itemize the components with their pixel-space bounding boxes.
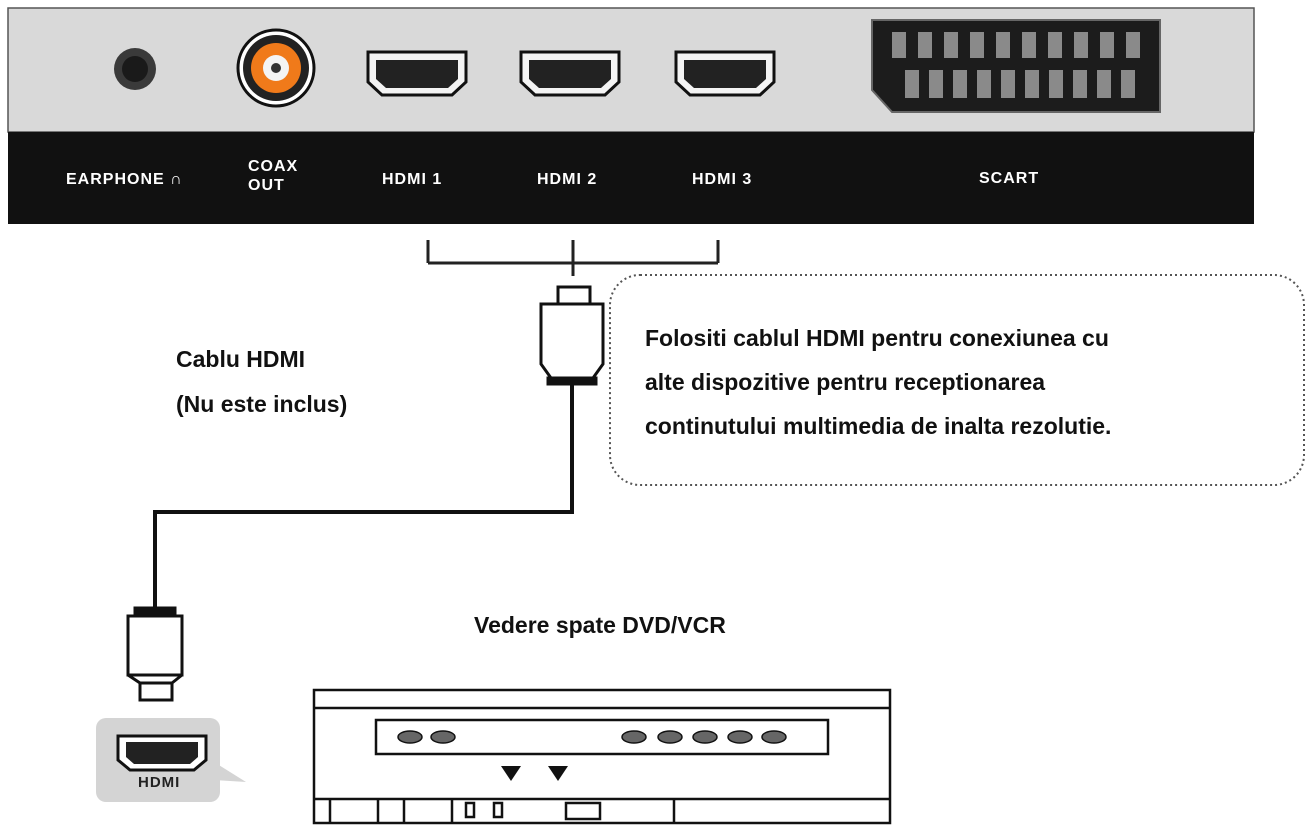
hdmi-plug-top-icon bbox=[539, 285, 605, 386]
scart-pin bbox=[977, 70, 991, 98]
scart-pin bbox=[1025, 70, 1039, 98]
earphone-label: EARPHONE ∩ bbox=[66, 171, 183, 188]
scart-pin bbox=[1022, 32, 1036, 58]
hdmi-badge-label: HDMI bbox=[138, 774, 181, 791]
scart-pin bbox=[892, 32, 906, 58]
coax-label: COAX OUT bbox=[248, 158, 299, 194]
scart-label: SCART bbox=[979, 170, 1040, 187]
hdmi-cable-line bbox=[153, 384, 574, 610]
scart-pin bbox=[1049, 70, 1063, 98]
triangle-marker-icon bbox=[501, 766, 568, 781]
scart-pin bbox=[905, 70, 919, 98]
scart-pin bbox=[1097, 70, 1111, 98]
scart-pin bbox=[944, 32, 958, 58]
hdmi-bracket bbox=[426, 240, 720, 276]
dvd-vcr-buttons bbox=[397, 730, 787, 744]
dvd-vcr-rear bbox=[312, 688, 892, 825]
scart-pin bbox=[1121, 70, 1135, 98]
callout-line-2: alte dispozitive pentru receptionarea bbox=[645, 369, 1046, 395]
scart-pin bbox=[1126, 32, 1140, 58]
callout-text: Folositi cablul HDMI pentru conexiunea c… bbox=[645, 316, 1285, 448]
scart-pin bbox=[1048, 32, 1062, 58]
scart-port-icon bbox=[871, 19, 1161, 113]
scart-pin bbox=[970, 32, 984, 58]
callout-line-1: Folositi cablul HDMI pentru conexiunea c… bbox=[645, 325, 1109, 351]
scart-pin bbox=[996, 32, 1010, 58]
callout-line-3: continutului multimedia de inalta rezolu… bbox=[645, 413, 1112, 439]
hdmi2-label: HDMI 2 bbox=[537, 171, 598, 188]
hdmi3-port-icon bbox=[674, 50, 776, 97]
scart-pin bbox=[1073, 70, 1087, 98]
scart-pin bbox=[1100, 32, 1114, 58]
hdmi2-port-icon bbox=[519, 50, 621, 97]
cable-title: Cablu HDMI bbox=[176, 346, 306, 372]
scart-pin bbox=[953, 70, 967, 98]
hdmi3-label: HDMI 3 bbox=[692, 171, 753, 188]
hdmi1-label: HDMI 1 bbox=[382, 171, 443, 188]
callout-box bbox=[609, 274, 1305, 486]
label-bar bbox=[8, 132, 1254, 224]
headphone-icon: ∩ bbox=[170, 171, 183, 188]
scart-pin bbox=[918, 32, 932, 58]
hdmi1-port-icon bbox=[366, 50, 468, 97]
hdmi-plug-bottom-icon bbox=[126, 606, 184, 702]
hdmi-badge-icon bbox=[96, 718, 246, 802]
device-title: Vedere spate DVD/VCR bbox=[474, 612, 726, 638]
coax-jack-icon bbox=[236, 28, 316, 108]
cable-subtitle: (Nu este inclus) bbox=[176, 391, 348, 417]
earphone-jack-icon bbox=[114, 48, 156, 90]
scart-pin bbox=[929, 70, 943, 98]
scart-pin bbox=[1074, 32, 1088, 58]
scart-pin bbox=[1001, 70, 1015, 98]
